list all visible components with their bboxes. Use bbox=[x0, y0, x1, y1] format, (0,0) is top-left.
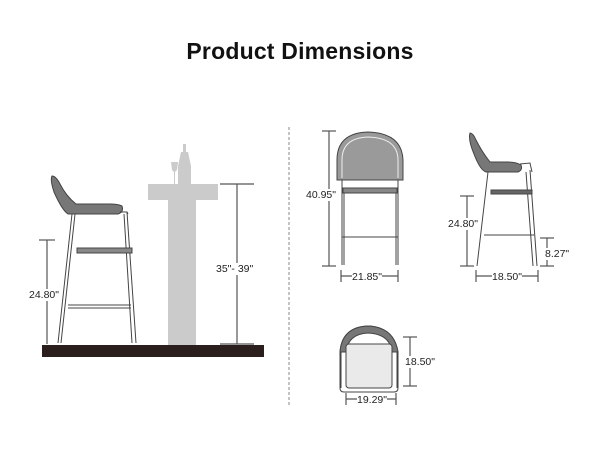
scene-counter-height-label: 35"- 39" bbox=[216, 263, 254, 275]
top-depth-label: 18.50" bbox=[405, 356, 436, 368]
bar-stool-top-view-icon bbox=[339, 325, 399, 393]
side-footrest-height-label: 8.27" bbox=[545, 248, 570, 260]
scene-seat-height-label: 24.80" bbox=[29, 289, 60, 301]
bar-stool-front-icon bbox=[336, 131, 404, 265]
wine-glass-icon bbox=[171, 162, 178, 184]
page-title: Product Dimensions bbox=[186, 38, 414, 64]
bar-counter-icon bbox=[148, 184, 218, 345]
front-width-label: 21.85" bbox=[352, 271, 383, 283]
front-height-label: 40.95" bbox=[306, 189, 337, 201]
side-seat-height-label: 24.80" bbox=[448, 218, 479, 230]
bar-stool-side-view-icon bbox=[469, 132, 538, 267]
side-seat-height-dimension bbox=[460, 195, 474, 267]
floor bbox=[42, 345, 264, 357]
wine-bottle-icon bbox=[178, 144, 191, 184]
top-width-label: 19.29" bbox=[357, 394, 388, 406]
side-depth-label: 18.50" bbox=[492, 271, 523, 283]
bar-stool-side-icon bbox=[50, 175, 137, 344]
